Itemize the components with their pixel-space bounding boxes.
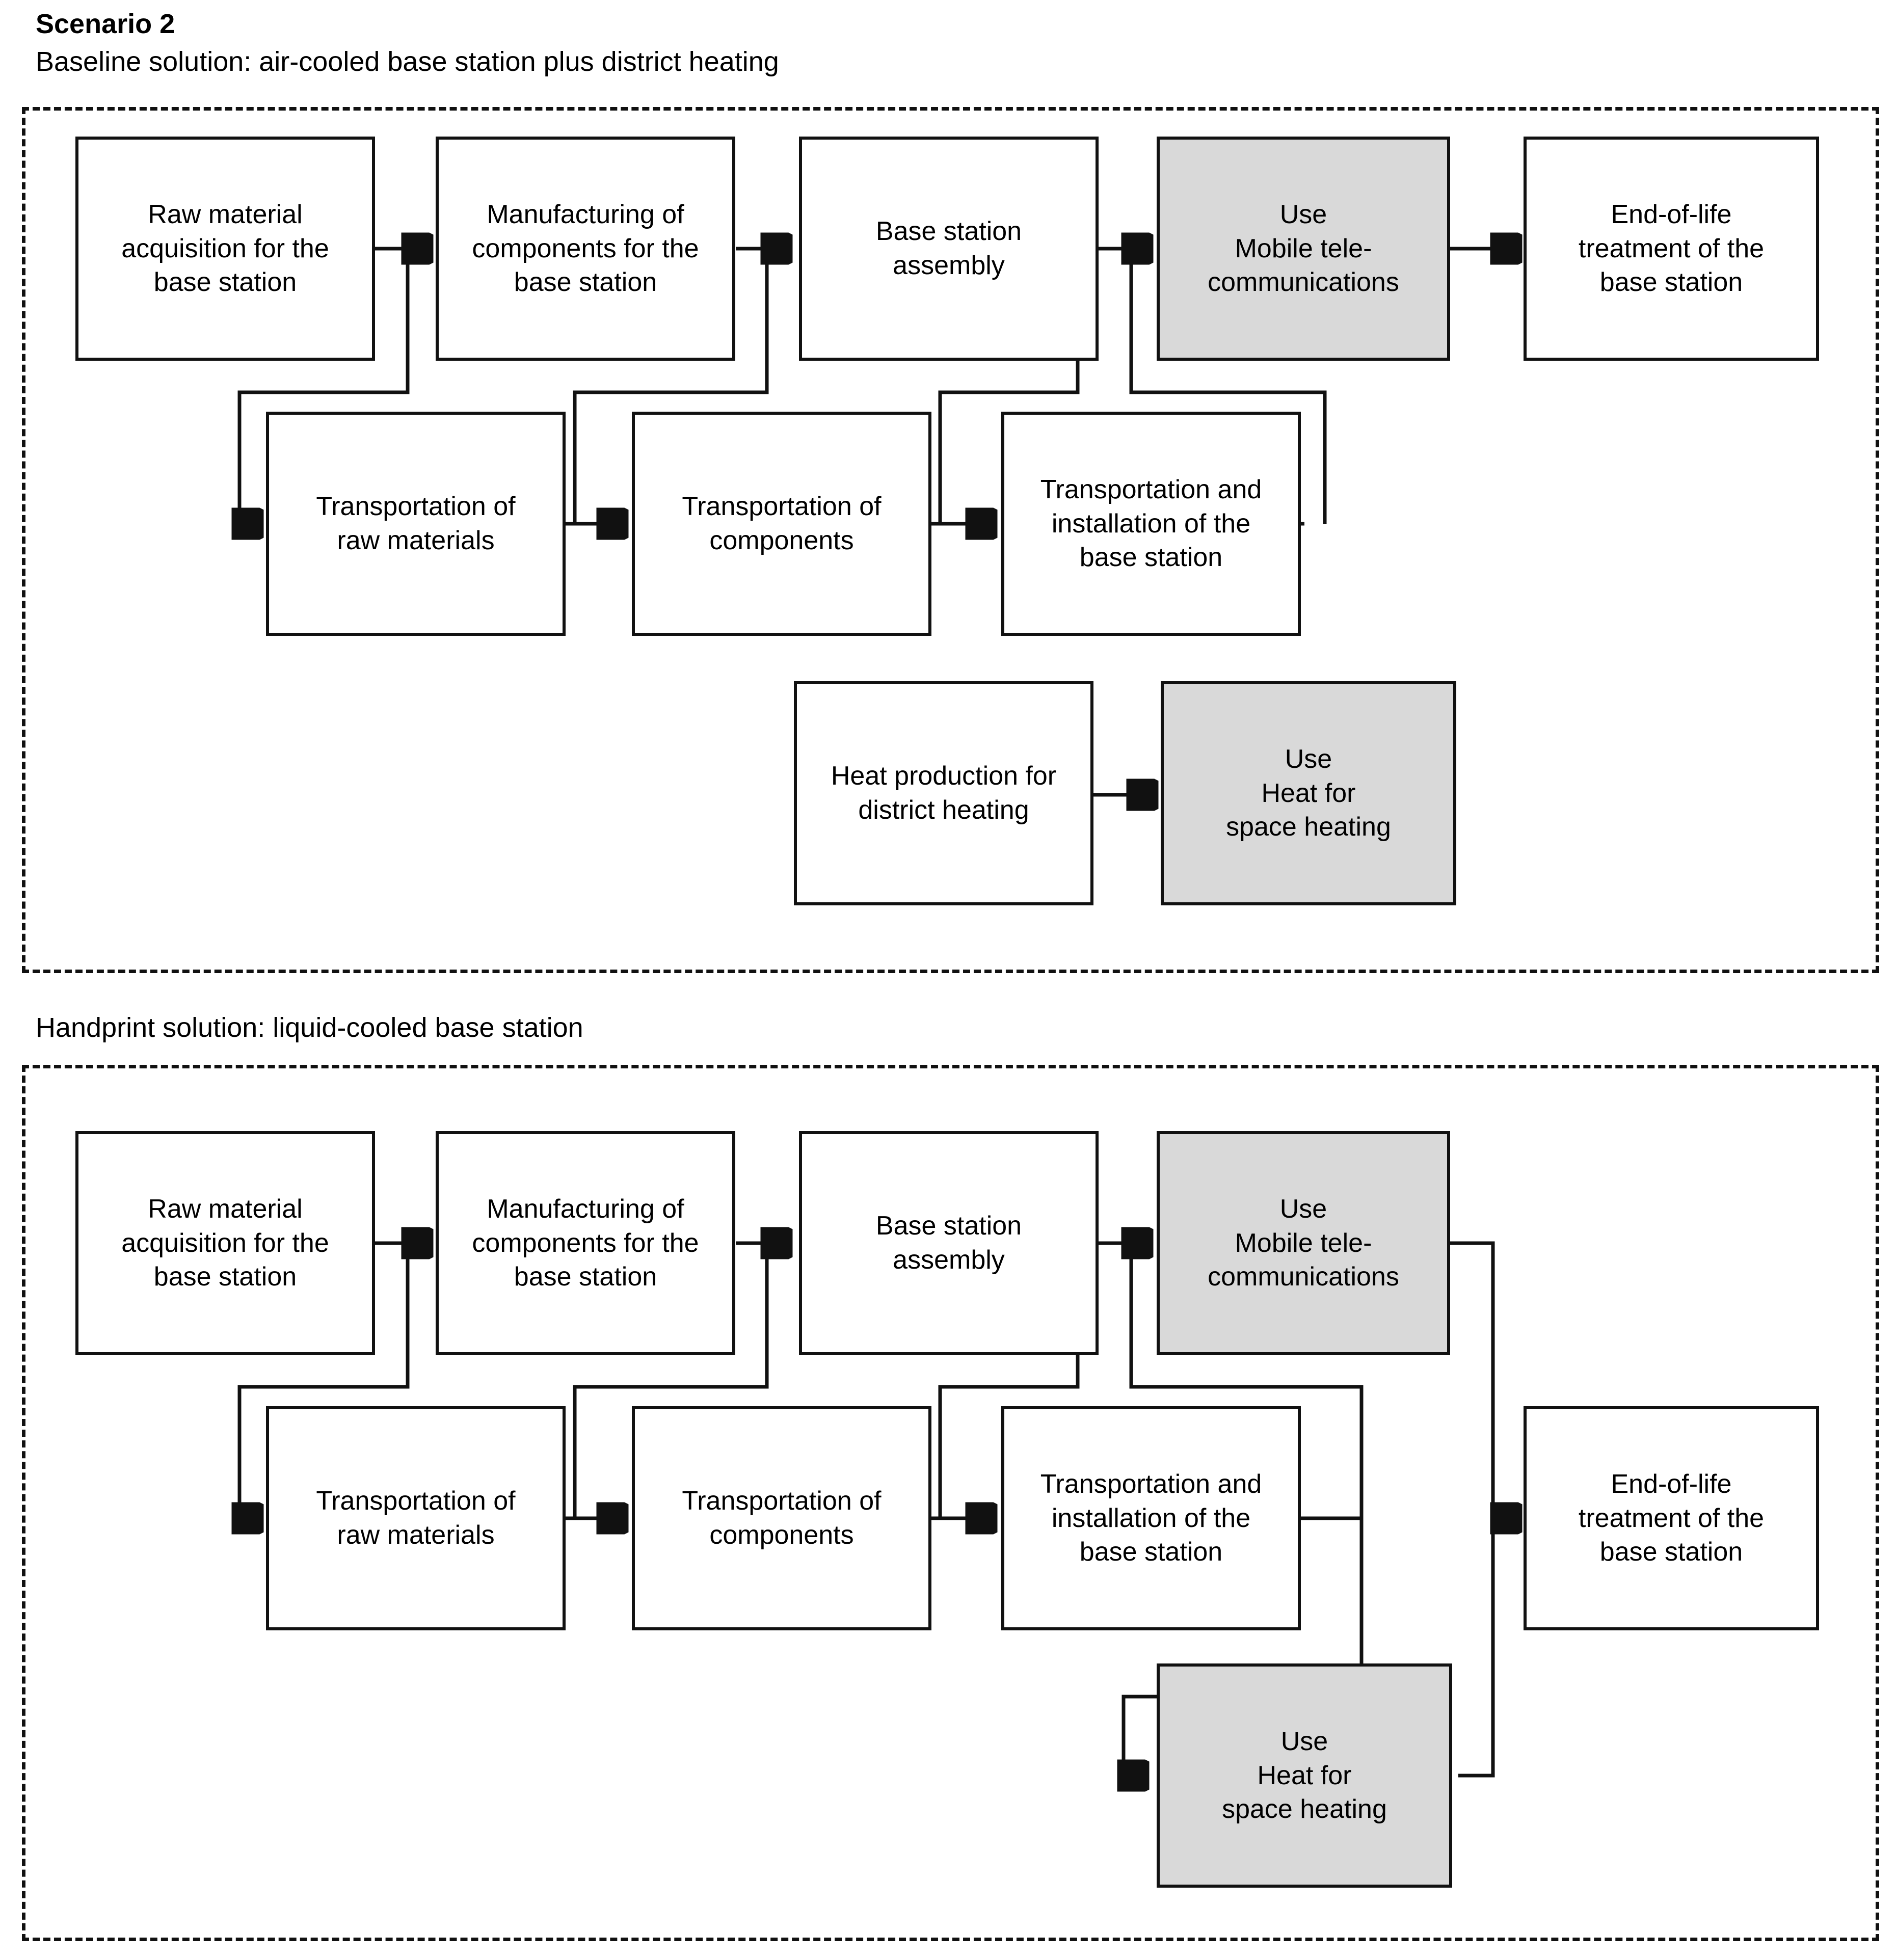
handprint-caption: Handprint solution: liquid-cooled base s… — [36, 1012, 583, 1043]
baseline-panel-frame — [22, 107, 1879, 973]
handprint-panel-frame — [22, 1065, 1879, 1941]
baseline-caption: Baseline solution: air-cooled base stati… — [36, 46, 779, 77]
page-title: Scenario 2 — [36, 9, 175, 39]
